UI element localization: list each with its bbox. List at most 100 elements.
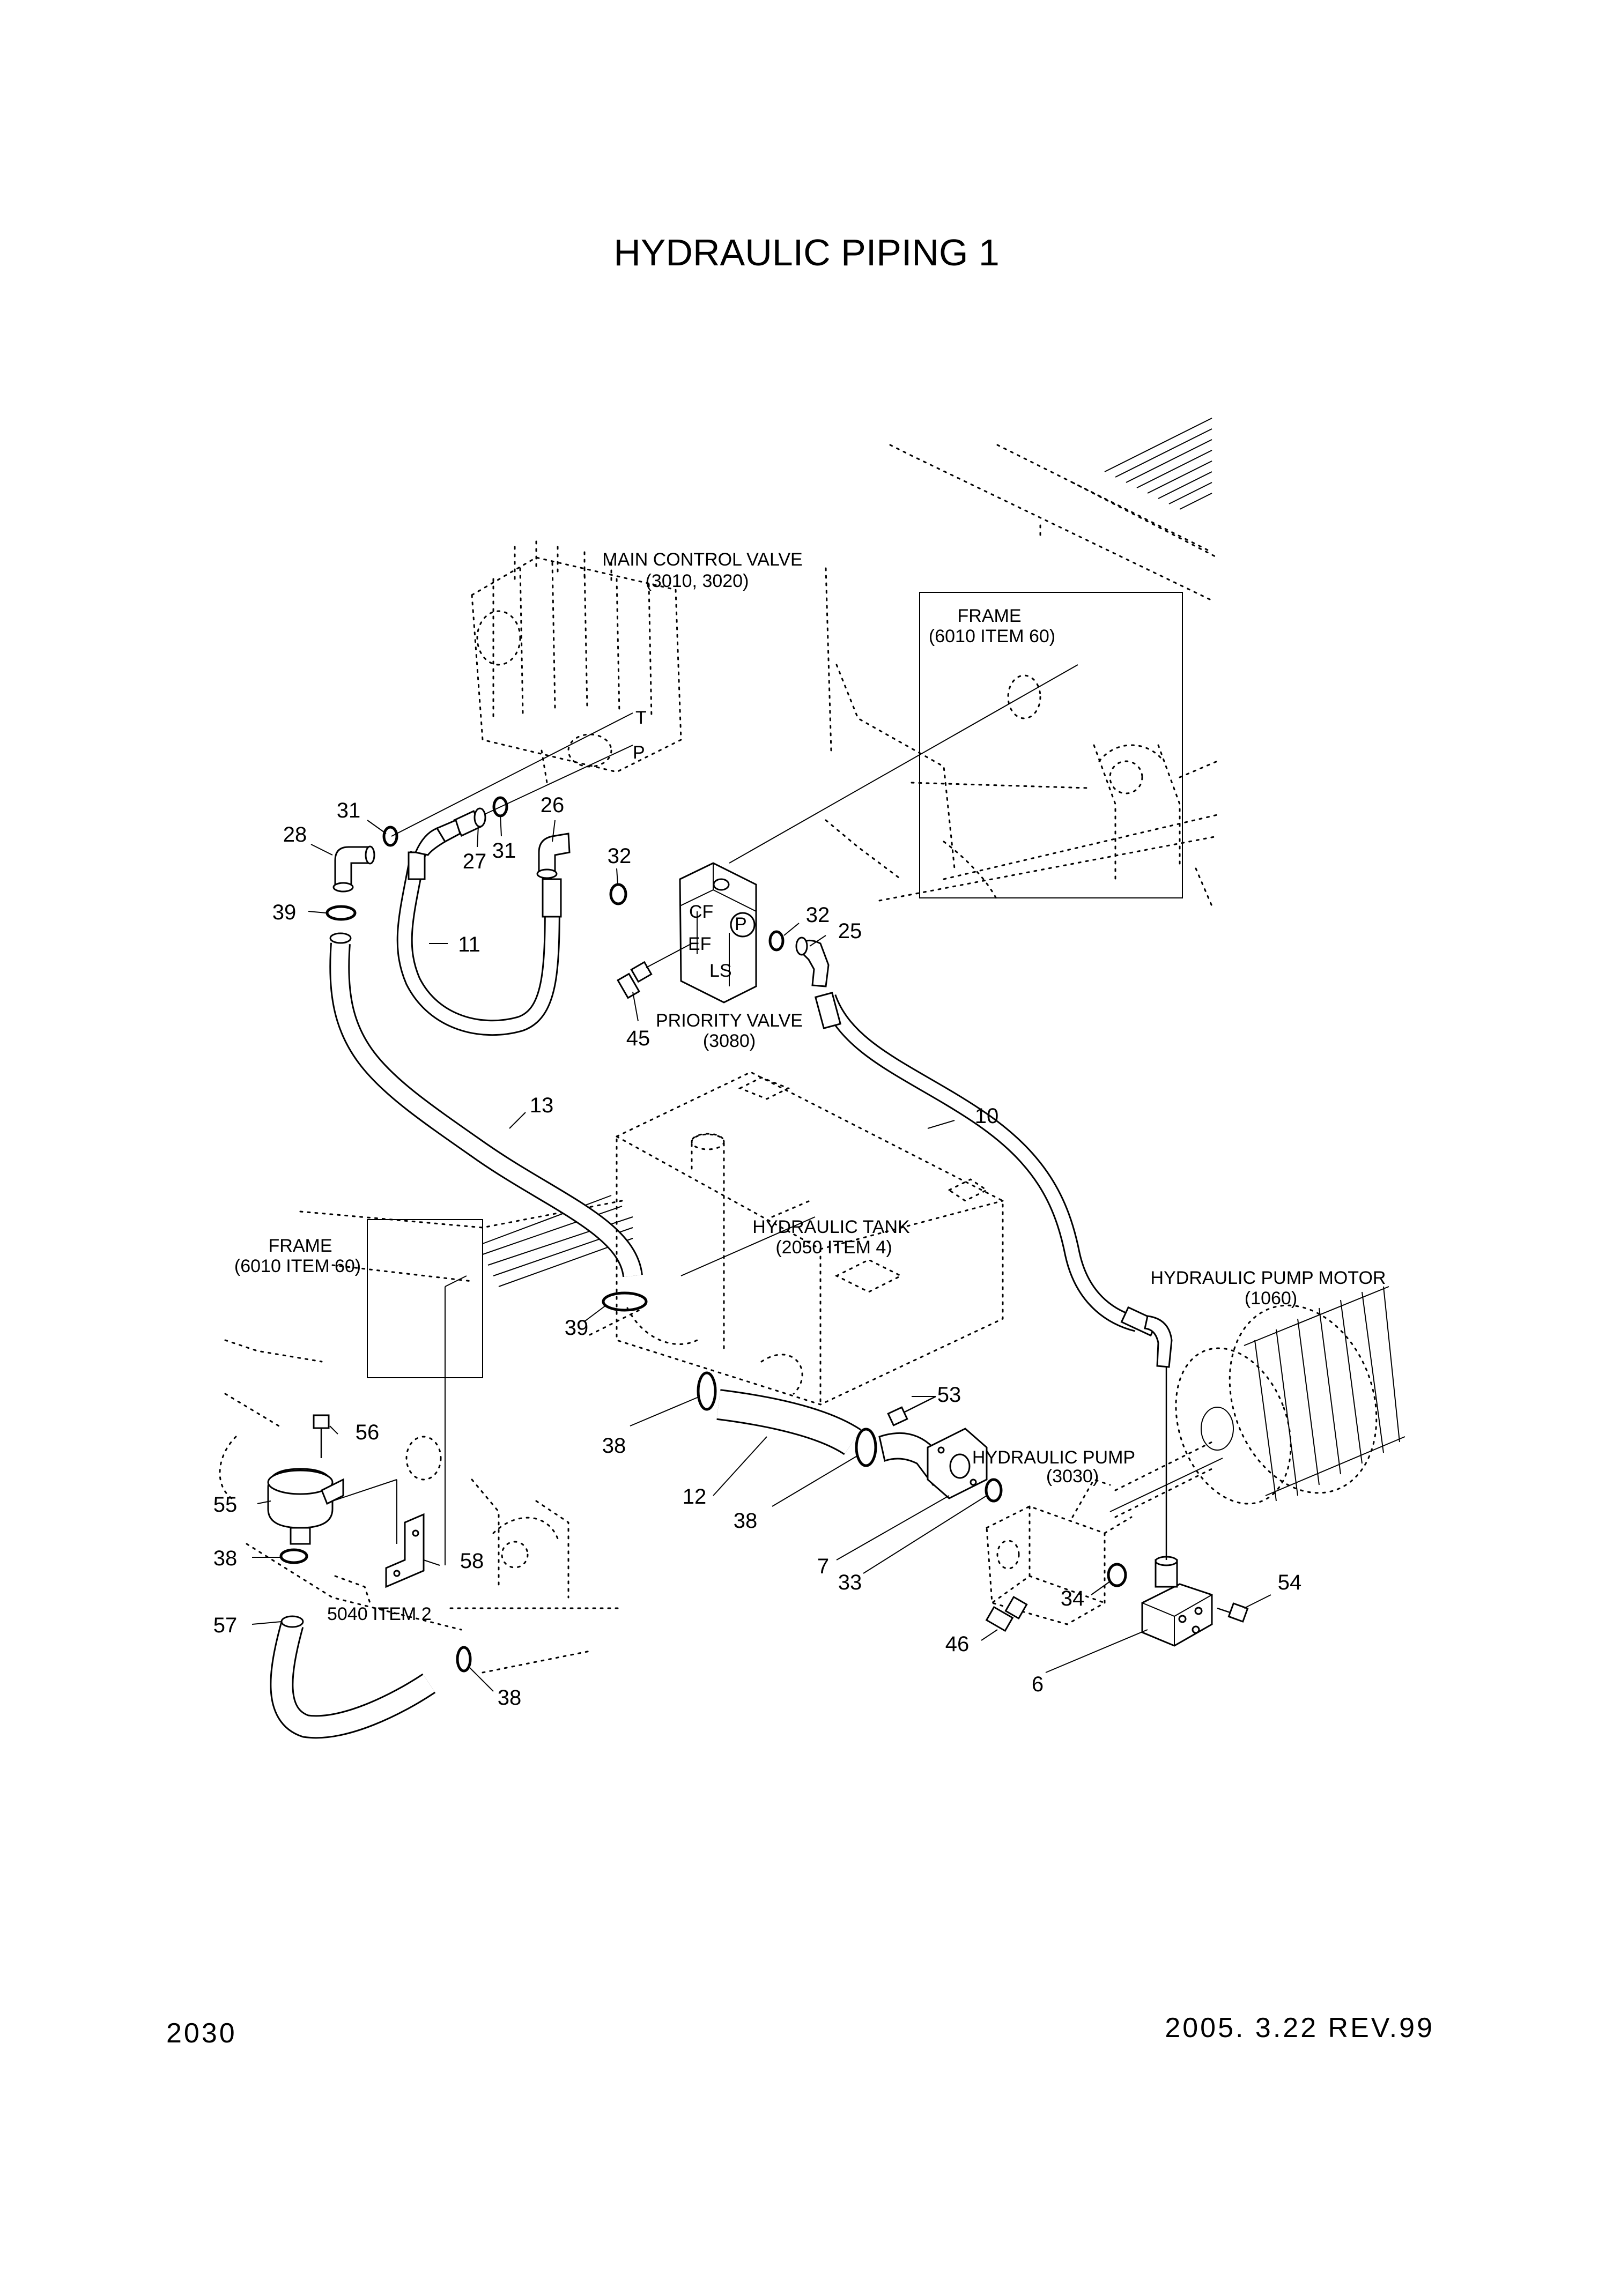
suction-flange-7[interactable] [878,1428,988,1499]
frame-upper-leader [729,664,1078,864]
hydraulic-pump-name: HYDRAULIC PUMP [972,1447,1135,1468]
callout-32b: 32 [806,903,830,927]
callout-54: 54 [1278,1571,1302,1594]
hydraulic-pump-ref: (3030) [1046,1466,1099,1487]
o-ring-34[interactable] [1107,1563,1127,1587]
frame-upper-ref: (6010 ITEM 60) [929,626,1055,647]
callout-13: 13 [530,1094,554,1117]
callout-58: 58 [460,1549,484,1573]
hose-clamp-38b[interactable] [855,1428,877,1467]
mcv-t-leader [391,712,633,837]
hydraulic-tank-ref: (2050 ITEM 4) [775,1237,892,1258]
callout-53: 53 [937,1383,961,1407]
o-ring-32a[interactable] [609,883,627,905]
adapter-fitting-27[interactable] [453,807,486,837]
hydraulic-tank-name: HYDRAULIC TANK [752,1217,910,1237]
breather-55[interactable] [267,1468,344,1545]
main-control-valve-ref: (3010, 3020) [646,571,749,591]
elbow-fitting-26[interactable] [536,833,571,879]
frame-upper-name: FRAME [958,606,1022,626]
callout-10: 10 [975,1104,999,1128]
callout-12: 12 [683,1485,707,1509]
hydraulic-pump-motor[interactable] [1114,1284,1405,1520]
callout-39b: 39 [565,1316,589,1340]
bracket-leader [332,1479,397,1502]
o-ring-32b[interactable] [768,930,785,952]
mcv-port-t: T [635,708,647,728]
o-ring-31a[interactable] [382,826,398,847]
hose-clamp-38c[interactable] [279,1548,308,1564]
main-control-valve[interactable] [471,540,682,784]
callout-34: 34 [1061,1587,1085,1610]
callout-55: 55 [213,1493,238,1517]
hose-10[interactable] [814,992,1173,1368]
callout-46: 46 [945,1632,970,1656]
callout-11: 11 [458,933,480,956]
pv-port-ls: LS [709,961,732,981]
tank-leader [680,1216,816,1276]
hydraulic-pump[interactable] [986,1478,1133,1625]
frame-left-ref: (6010 ITEM 60) [234,1256,361,1276]
priority-valve[interactable] [679,862,757,1004]
frame-left-box [367,1219,483,1378]
bolt-53[interactable] [887,1395,936,1426]
callout-38c: 38 [213,1547,238,1570]
pump-motor-name: HYDRAULIC PUMP MOTOR [1151,1268,1386,1288]
hydraulic-tank[interactable] [589,1071,1004,1406]
callout-6: 6 [1032,1673,1044,1696]
diagram-title: HYDRAULIC PIPING 1 [613,232,1000,273]
upper-rail-hatch [1104,418,1212,510]
callout-26: 26 [541,793,565,817]
o-ring-33[interactable] [985,1478,1003,1503]
fitting-45-leader [646,943,692,968]
callout-31a: 31 [337,799,361,822]
callout-25: 25 [838,919,862,943]
frame-upper-box [919,592,1183,898]
callout-45: 45 [626,1027,650,1050]
fitting-45[interactable] [617,961,653,999]
elbow-fitting-28[interactable] [332,845,375,893]
hose-clamp-38d[interactable] [456,1646,472,1673]
manifold-block-6[interactable] [1141,1367,1213,1647]
revision-date: 2005. 3.22 REV.99 [1165,2012,1434,2044]
bracket-ref: 5040 ITEM 2 [327,1604,432,1624]
callout-38a: 38 [602,1434,626,1458]
callout-7: 7 [817,1555,829,1578]
callout-56: 56 [356,1421,380,1444]
elbow-fitting-25[interactable] [795,937,830,987]
page-number: 2030 [166,2018,237,2049]
hose-12[interactable] [716,1389,862,1455]
bolt-56[interactable] [313,1414,330,1458]
bracket-58[interactable] [385,1513,425,1588]
callout-57: 57 [213,1614,238,1637]
callout-33: 33 [838,1571,862,1594]
callout-leaders [251,814,1271,1692]
bolt-54[interactable] [1217,1602,1249,1623]
priority-valve-name: PRIORITY VALVE [656,1010,803,1031]
main-control-valve-name: MAIN CONTROL VALVE [602,549,802,570]
priority-valve-ref: (3080) [703,1031,756,1051]
callout-38b: 38 [734,1509,758,1533]
bracket-ref-part [334,1575,371,1604]
pv-port-cf: CF [689,902,713,922]
pv-port-p: P [735,914,747,934]
callout-28: 28 [283,823,307,846]
frame-left-leader [445,1275,467,1287]
callout-39a: 39 [272,901,297,924]
mcv-port-p: P [633,742,645,763]
hose-57[interactable] [270,1615,436,1739]
mcv-p-leader [471,745,633,821]
frame-left-name: FRAME [269,1236,332,1256]
hose-clamp-38a[interactable] [697,1371,717,1411]
callout-38d: 38 [498,1686,522,1710]
callout-32a: 32 [608,844,632,868]
fitting-46[interactable] [985,1595,1028,1632]
hose-clamp-39a[interactable] [325,905,357,921]
hose-11[interactable] [396,819,562,1036]
hose-13[interactable] [329,932,643,1278]
pump-motor-ref: (1060) [1245,1288,1297,1309]
hose-clamp-39b[interactable] [602,1291,648,1312]
callout-27: 27 [463,850,487,873]
motor-fins [1254,1286,1400,1502]
